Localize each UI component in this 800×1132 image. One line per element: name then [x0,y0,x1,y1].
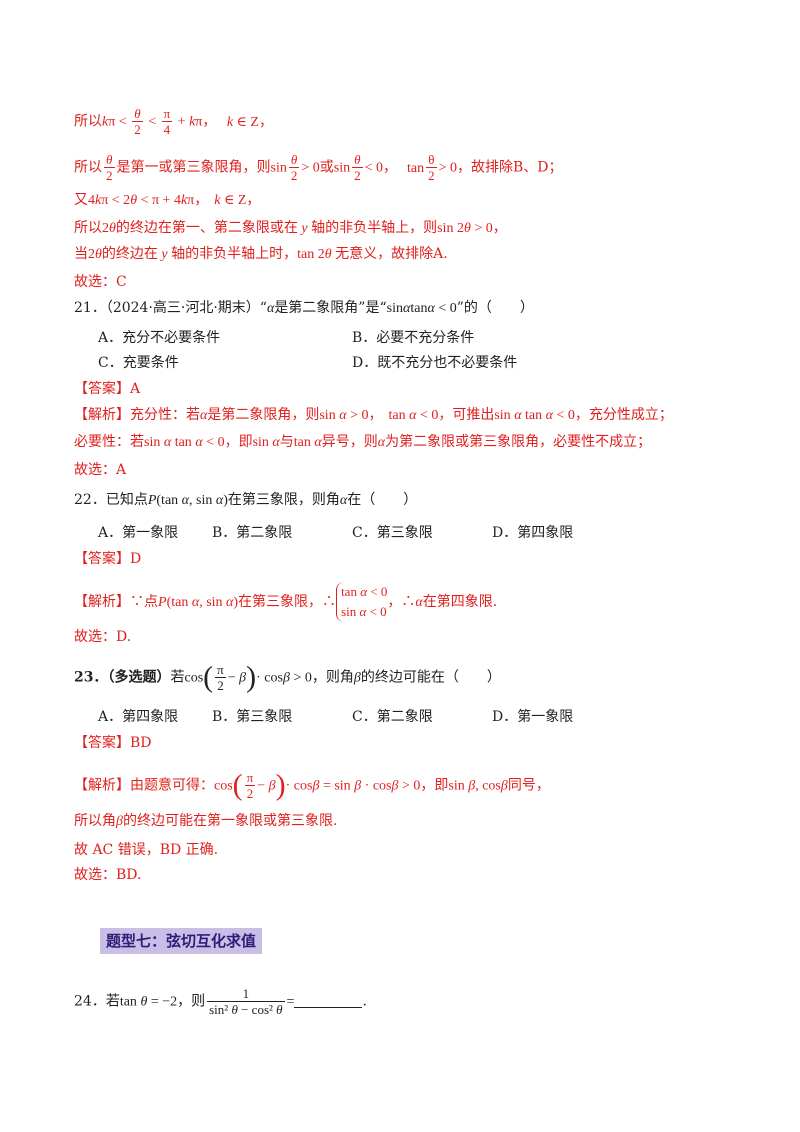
q21-answer: 【答案】A [74,381,141,397]
q21-analysis-3: 故选：A [74,462,127,478]
q21-option-b[interactable]: B．必要不充分条件 [352,330,475,346]
question-21-stem: 21．（2024·高三·河北·期末）“α是第二象限角”是“sinαtanα < … [74,300,534,316]
analysis-line-6: 故选：C [74,274,127,290]
q21-analysis-2: 必要性：若sin α tan α < 0，即sin α与tan α异号，则α为第… [74,434,652,450]
q21-analysis-1: 【解析】充分性：若α是第二象限角，则sin α > 0，tan α < 0，可推… [74,407,673,423]
q22-option-b[interactable]: B．第二象限 [212,525,293,541]
q22-option-c[interactable]: C．第三象限 [352,525,433,541]
q22-option-a[interactable]: A．第一象限 [98,525,179,541]
q23-analysis-2: 所以角β的终边可能在第一象限或第三象限. [74,813,338,829]
q22-option-d[interactable]: D．第四象限 [492,525,574,541]
analysis-line-5: 当2θ的终边在 y 轴的非负半轴上时，tan 2θ 无意义，故排除A. [74,246,448,262]
answer-blank[interactable] [294,995,363,1008]
q23-option-b[interactable]: B．第三象限 [212,709,293,725]
q22-answer: 【答案】D [74,551,142,567]
q21-option-d[interactable]: D．既不充分也不必要条件 [352,355,518,371]
q22-analysis-2: 故选：D. [74,629,132,645]
q23-analysis-4: 故选：BD. [74,867,142,883]
section-title: 题型七：弦切互化求值 [100,928,263,954]
q23-option-c[interactable]: C．第二象限 [352,709,433,725]
q23-option-d[interactable]: D．第一象限 [492,709,574,725]
q23-analysis-3: 故 AC 错误，BD 正确. [74,842,219,858]
q23-option-a[interactable]: A．第四象限 [98,709,179,725]
q21-option-a[interactable]: A．充分不必要条件 [98,330,221,346]
analysis-line-4: 所以2θ的终边在第一、第二象限或在 y 轴的非负半轴上，则sin 2θ > 0， [74,220,507,236]
q23-answer: 【答案】BD [74,735,152,751]
analysis-line-3: 又4kπ < 2θ < π + 4kπ，k ∈ Z， [74,192,261,208]
q21-option-c[interactable]: C．充要条件 [98,355,179,371]
question-22-stem: 22．已知点P(tan α, sin α)在第三象限，则角α在（ ） [74,492,418,508]
